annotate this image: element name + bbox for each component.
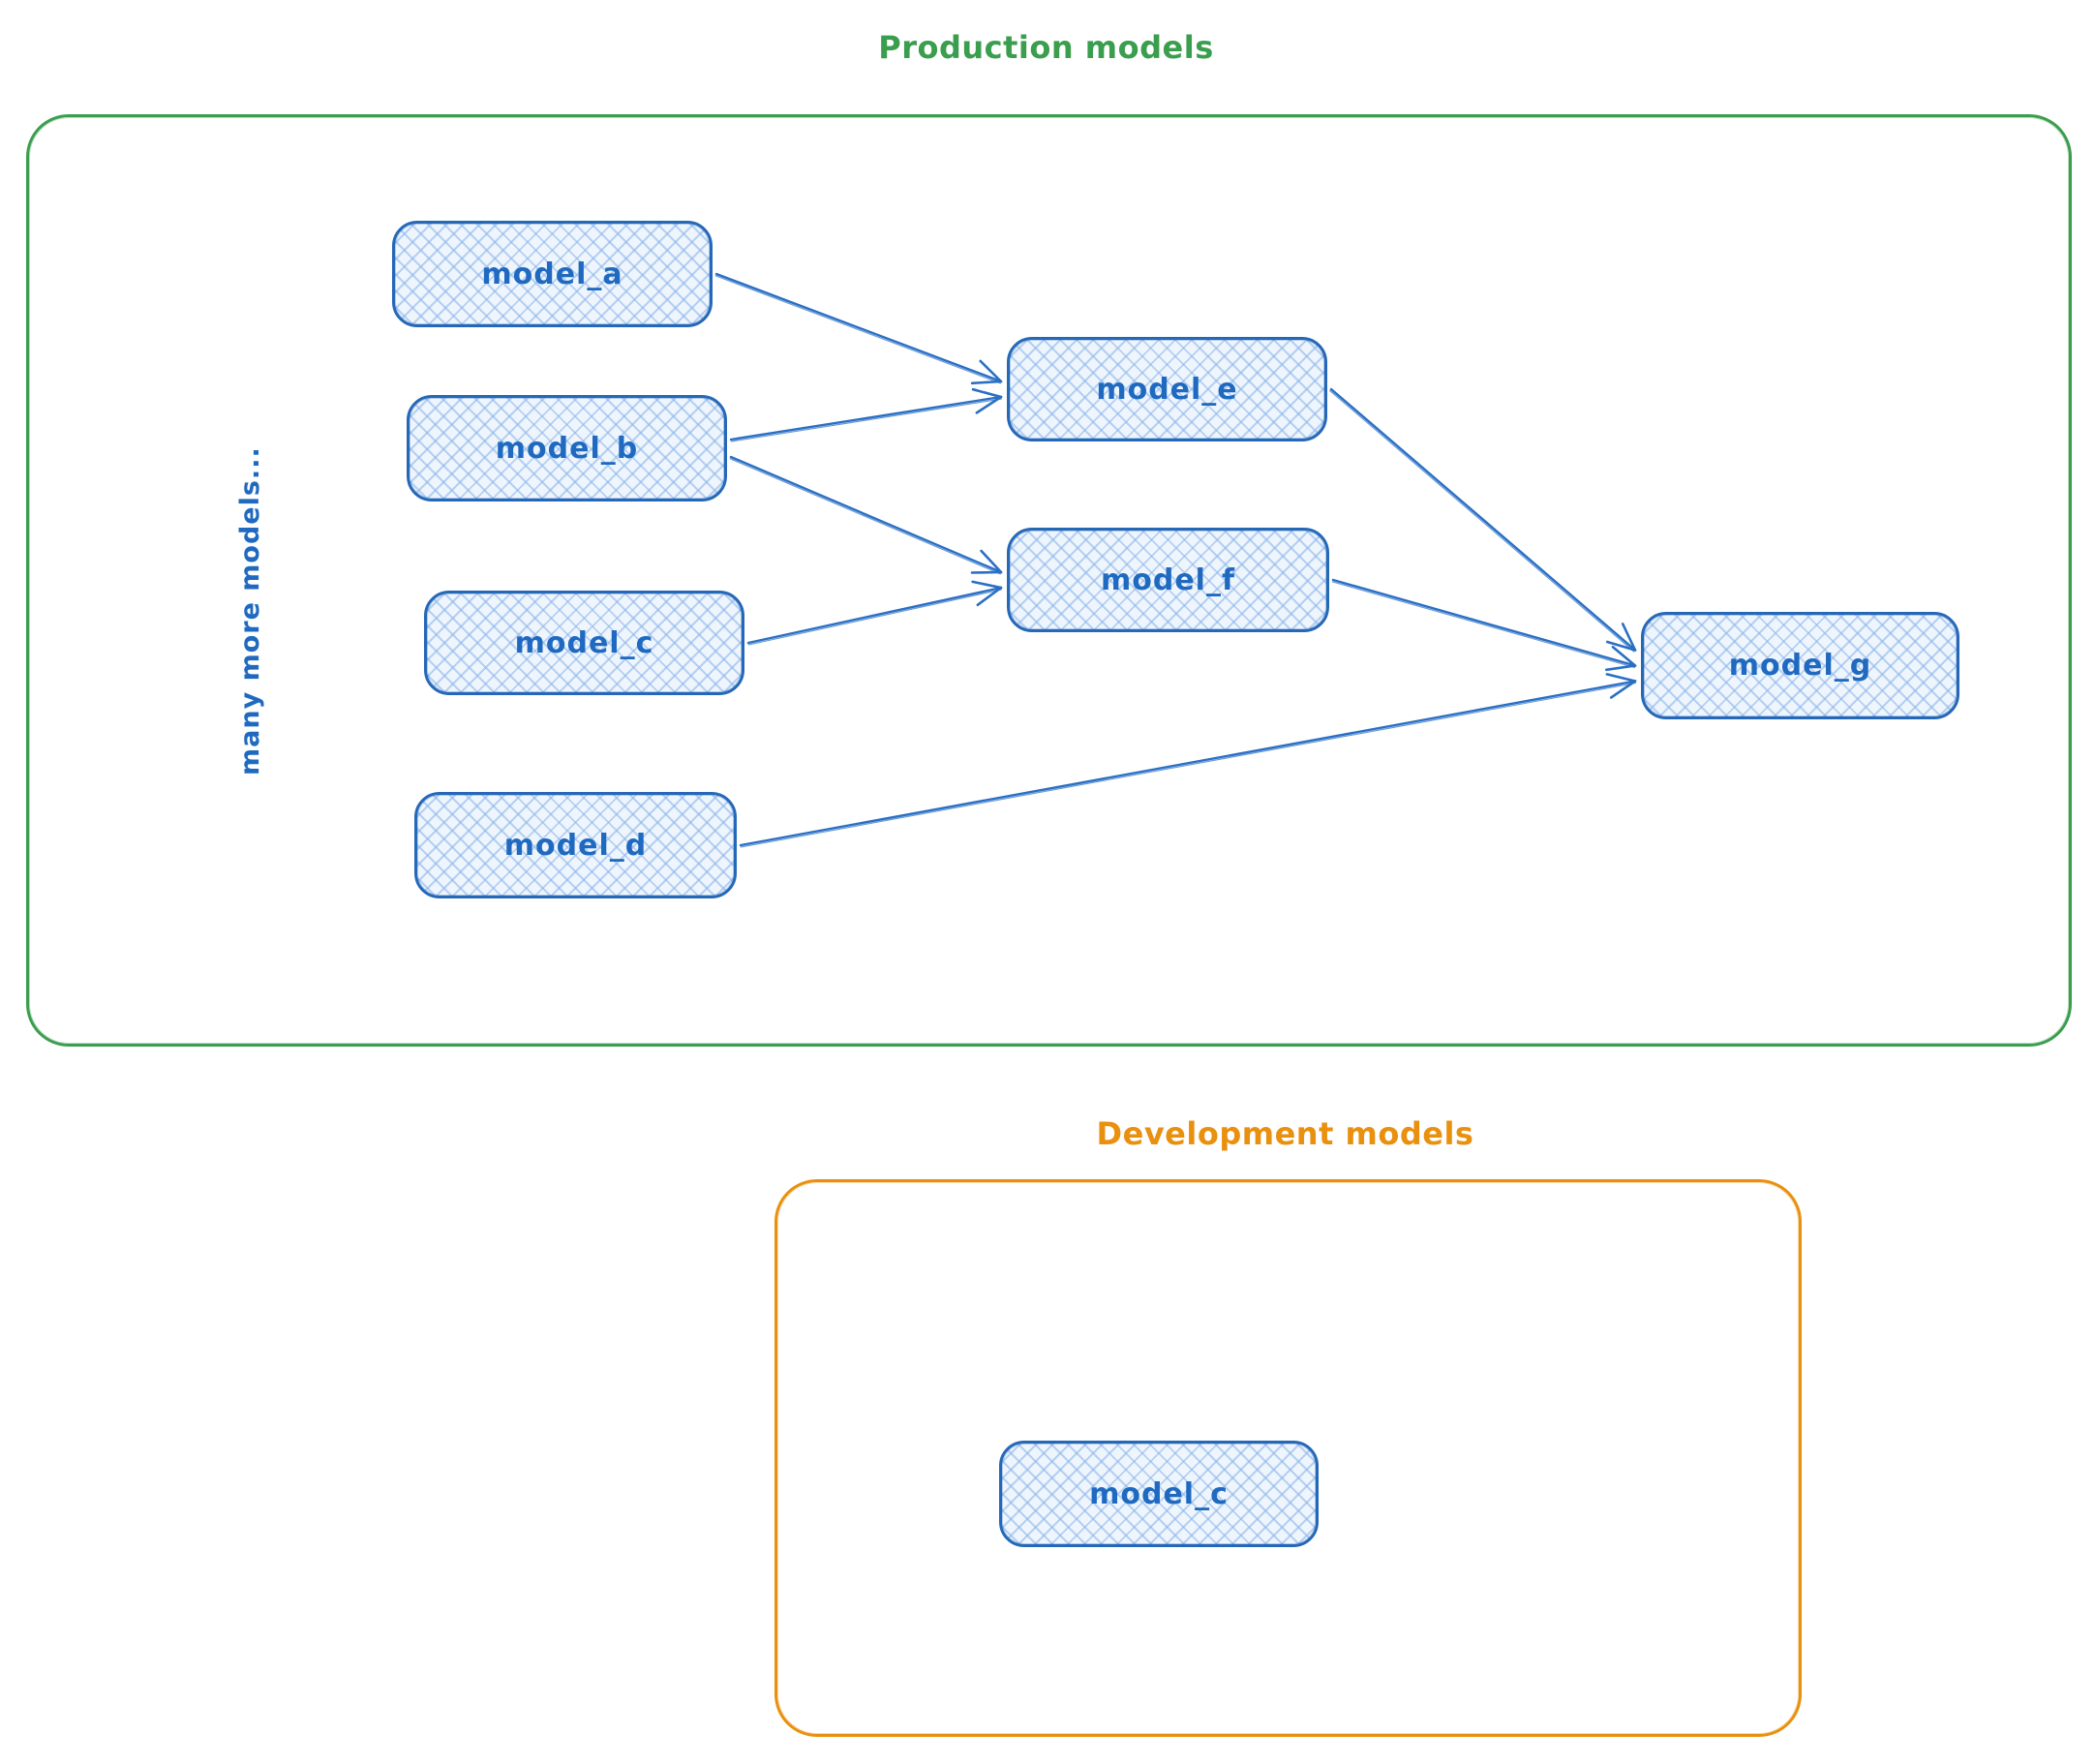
node-model-f: model_f <box>1007 528 1329 632</box>
node-model-f-label: model_f <box>1100 563 1236 597</box>
node-model-e-label: model_e <box>1096 372 1238 407</box>
node-model-c: model_c <box>424 591 744 695</box>
production-group-frame <box>26 114 2072 1047</box>
node-model-a: model_a <box>392 221 713 327</box>
many-more-models-label: many more models... <box>235 446 265 776</box>
node-model-d: model_d <box>414 792 737 898</box>
node-model-g-label: model_g <box>1728 649 1872 683</box>
node-model-b-label: model_b <box>495 431 639 466</box>
development-group-title: Development models <box>1096 1115 1474 1152</box>
node-model-a-label: model_a <box>481 257 623 291</box>
dev-node-model-c-label: model_c <box>1089 1476 1229 1511</box>
node-model-e: model_e <box>1007 337 1327 441</box>
node-model-d-label: model_d <box>503 828 648 863</box>
development-group-frame <box>774 1179 1802 1737</box>
production-group-title: Production models <box>878 29 1214 66</box>
dev-node-model-c: model_c <box>999 1441 1319 1547</box>
node-model-b: model_b <box>407 395 727 502</box>
node-model-c-label: model_c <box>514 625 654 660</box>
node-model-g: model_g <box>1641 612 1959 719</box>
